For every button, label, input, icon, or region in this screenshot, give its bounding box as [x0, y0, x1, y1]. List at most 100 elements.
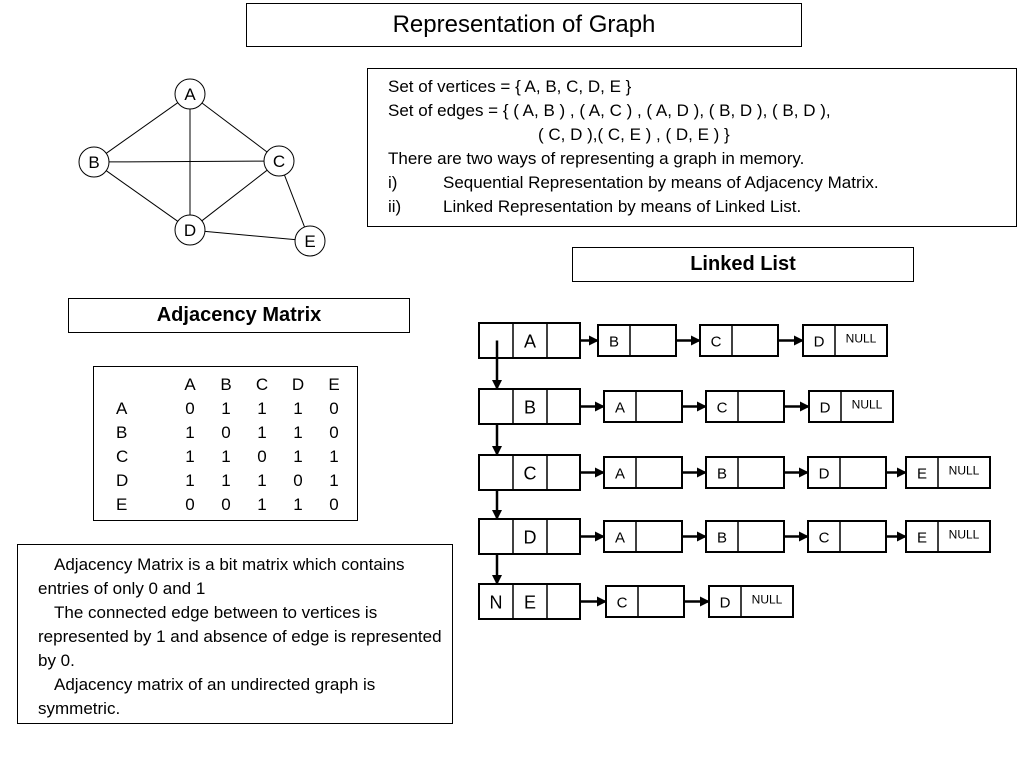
matrix-column-header: B: [220, 375, 232, 394]
list-node-label: C: [717, 400, 728, 417]
matrix-cell: 0: [329, 423, 339, 442]
list-node: [705, 390, 785, 423]
list-node-label: B: [717, 530, 727, 547]
list-node-label: D: [819, 466, 830, 483]
list-node-label: D: [720, 595, 731, 612]
matrix-column-header: A: [184, 375, 196, 394]
matrix-row-header: B: [116, 423, 128, 442]
matrix-cell: 1: [185, 447, 195, 466]
representation-intro: There are two ways of representing a gra…: [388, 149, 805, 168]
edges-line-continued: ( C, D ),( C, E ) , ( D, E ) }: [538, 125, 730, 144]
matrix-column-header: E: [328, 375, 340, 394]
matrix-cell: 1: [293, 447, 303, 466]
list-node-label: E: [917, 530, 927, 547]
list-node: [603, 520, 683, 553]
matrix-header-row: A B C D E: [104, 373, 352, 397]
list-node: [807, 456, 887, 489]
graph-edge-C-E: [283, 174, 306, 228]
vertices-line: Set of vertices = { A, B, C, D, E }: [388, 77, 632, 96]
list-item: ii)Linked Representation by means of Lin…: [388, 195, 1016, 219]
graph-node-label: C: [273, 152, 285, 171]
null-label: NULL: [752, 593, 783, 607]
graph-node-B: [78, 146, 110, 178]
matrix-cell: 1: [221, 471, 231, 490]
matrix-cell: 0: [185, 399, 195, 418]
graph-info-box: Set of vertices = { A, B, C, D, E } Set …: [367, 68, 1017, 227]
matrix-cell: 1: [257, 423, 267, 442]
list-node-label: E: [917, 466, 927, 483]
list-node-label: A: [615, 400, 625, 417]
list-node: [807, 520, 887, 553]
graph-node-label: D: [184, 221, 196, 240]
list-head-node: [478, 454, 581, 491]
list-node-label: D: [814, 334, 825, 351]
graph-node-E: [294, 225, 326, 257]
list-node: [705, 520, 785, 553]
graph-node-C: [263, 145, 295, 177]
matrix-row-header: C: [116, 447, 129, 466]
matrix-cell: 1: [293, 423, 303, 442]
page-title: Representation of Graph: [246, 3, 802, 47]
matrix-cell: 0: [329, 495, 339, 514]
edges-line: Set of edges = { ( A, B ) , ( A, C ) , (…: [388, 101, 831, 120]
graph-node-label: A: [184, 85, 196, 104]
list-item: i)Sequential Representation by means of …: [388, 171, 1016, 195]
matrix-cell: 1: [257, 399, 267, 418]
graph-node-label: E: [304, 232, 315, 251]
list-node: [603, 456, 683, 489]
list-head-node: [478, 388, 581, 425]
list-head-left-label: N: [490, 593, 503, 613]
list-head-label: D: [524, 528, 537, 548]
graph-edge-A-C: [201, 102, 268, 153]
graph-edge-C-D: [201, 169, 268, 222]
graph-edge-A-B: [105, 102, 179, 154]
list-node-label: C: [819, 530, 830, 547]
matrix-row-header: E: [116, 495, 128, 514]
null-label: NULL: [852, 398, 883, 412]
matrix-cell: 1: [293, 399, 303, 418]
matrix-cell: 1: [185, 423, 195, 442]
matrix-row-header: A: [116, 399, 128, 418]
list-head-label: E: [524, 593, 536, 613]
list-node: [708, 585, 794, 618]
description-paragraph: Adjacency Matrix is a bit matrix which c…: [38, 555, 405, 598]
null-label: NULL: [846, 332, 877, 346]
matrix-column-header: C: [255, 375, 269, 394]
matrix-cell: 1: [257, 471, 267, 490]
list-head-label: A: [524, 332, 536, 352]
list-node: [905, 520, 991, 553]
list-node: [603, 390, 683, 423]
list-node: [605, 585, 685, 618]
matrix-cell: 0: [221, 495, 231, 514]
list-node: [705, 456, 785, 489]
matrix-corner-cell: [104, 373, 172, 397]
null-label: NULL: [949, 464, 980, 478]
matrix-cell: 0: [293, 471, 303, 490]
matrix-cell: 1: [221, 399, 231, 418]
list-node-label: B: [717, 466, 727, 483]
matrix-cell: 1: [221, 447, 231, 466]
adjacency-matrix-title: Adjacency Matrix: [68, 298, 410, 333]
matrix-cell: 1: [185, 471, 195, 490]
graph-node-label: B: [88, 153, 99, 172]
graph-node-A: [174, 78, 206, 110]
list-item-number: ii): [388, 197, 402, 216]
list-node-label: A: [615, 530, 625, 547]
list-node: [597, 324, 677, 357]
list-head-node: [478, 322, 581, 359]
list-item-text: Sequential Representation by means of Ad…: [443, 173, 879, 192]
list-node-label: C: [711, 334, 722, 351]
matrix-cell: 0: [257, 447, 267, 466]
list-head-node: [478, 583, 581, 620]
description-paragraph: The connected edge between to vertices i…: [38, 603, 442, 670]
matrix-row-header: D: [116, 471, 129, 490]
matrix-cell: 1: [293, 495, 303, 514]
null-label: NULL: [949, 528, 980, 542]
matrix-column-header: D: [291, 375, 305, 394]
matrix-cell: 0: [185, 495, 195, 514]
list-node-label: B: [609, 334, 619, 351]
